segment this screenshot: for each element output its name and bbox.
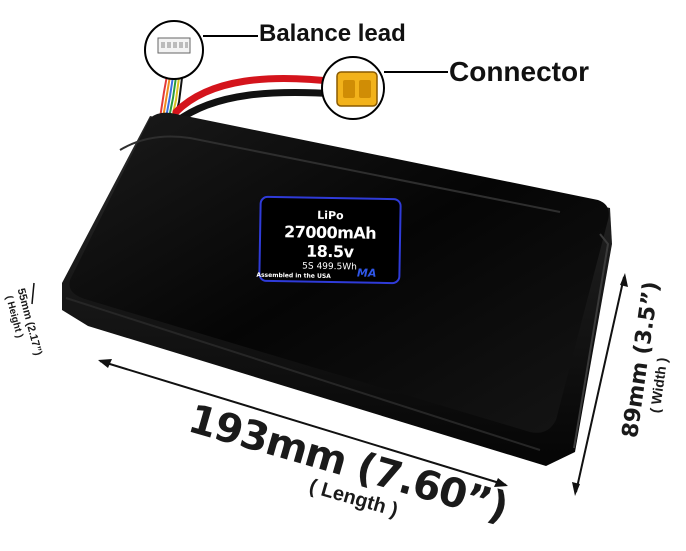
length-arrow [98, 359, 508, 487]
balance-lead-label: Balance lead [259, 20, 406, 47]
battery-body [62, 112, 612, 466]
connector-label: Connector [449, 56, 589, 87]
connector-callout [321, 56, 448, 120]
height-arrow [31, 282, 35, 305]
balance-lead-callout [144, 20, 258, 80]
chemistry-text: LiPo [317, 208, 344, 223]
power-wires [172, 75, 342, 126]
brand-logo: MA [356, 266, 377, 280]
assembled-text: Assembled in the USA [256, 271, 331, 281]
width-arrow [572, 273, 628, 496]
battery-label-card: LiPo 27000mAh 18.5v 5S 499.5Wh Assembled… [256, 195, 402, 285]
capacity-voltage-text: 27000mAh 18.5v [283, 222, 377, 262]
